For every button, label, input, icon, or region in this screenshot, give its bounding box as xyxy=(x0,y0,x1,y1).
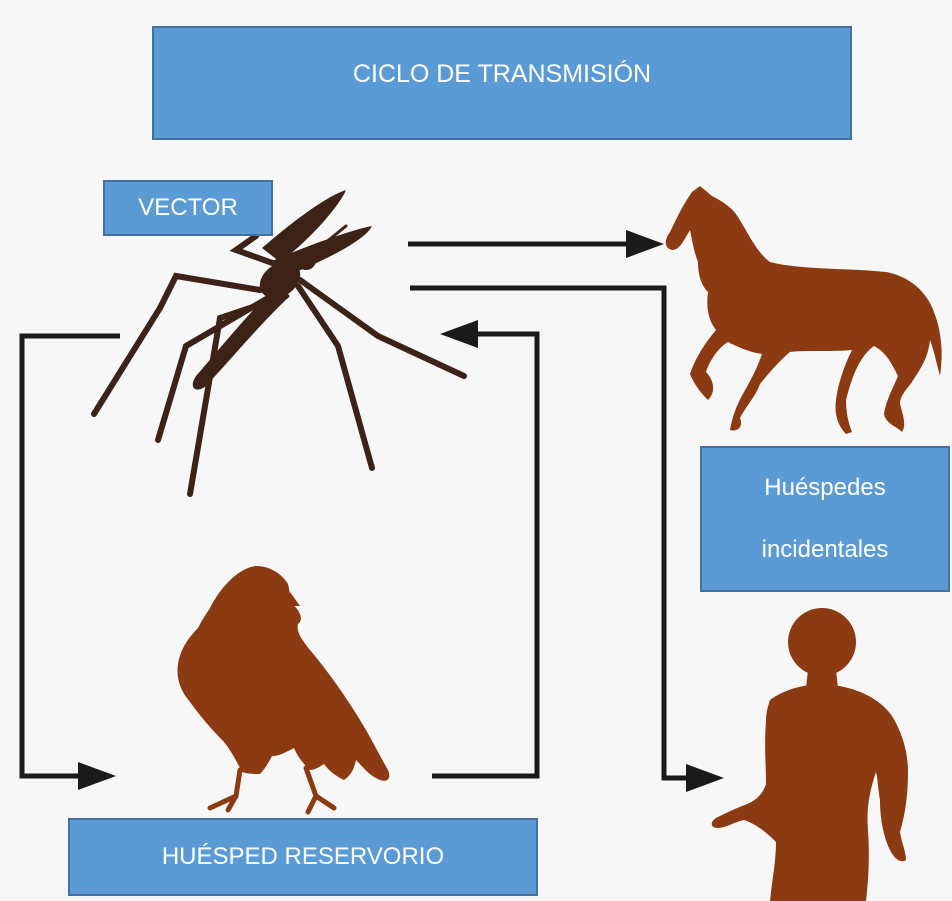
title-text: CICLO DE TRANSMISIÓN xyxy=(353,60,651,89)
arrowhead-vector xyxy=(440,320,478,348)
arrowhead-horse xyxy=(626,230,664,258)
arrow-vector-to-human xyxy=(410,288,690,778)
bird-icon xyxy=(178,566,390,812)
diagram-title: CICLO DE TRANSMISIÓN xyxy=(152,26,852,140)
vector-label-text: VECTOR xyxy=(138,194,238,222)
incidental-hosts-label: Huéspedes incidentales xyxy=(700,446,950,592)
arrowhead-reservoir xyxy=(78,762,116,790)
incidental-label-line2: incidentales xyxy=(762,519,889,581)
human-icon xyxy=(712,608,908,901)
reservoir-label-text: HUÉSPED RESERVORIO xyxy=(162,843,444,871)
arrow-vector-to-reservoir xyxy=(22,336,120,776)
incidental-label-line1: Huéspedes xyxy=(764,457,885,519)
arrow-reservoir-to-vector xyxy=(432,334,537,776)
reservoir-host-label: HUÉSPED RESERVORIO xyxy=(68,818,538,896)
horse-icon xyxy=(666,186,942,434)
arrowhead-human xyxy=(686,764,724,792)
vector-label: VECTOR xyxy=(103,180,273,236)
